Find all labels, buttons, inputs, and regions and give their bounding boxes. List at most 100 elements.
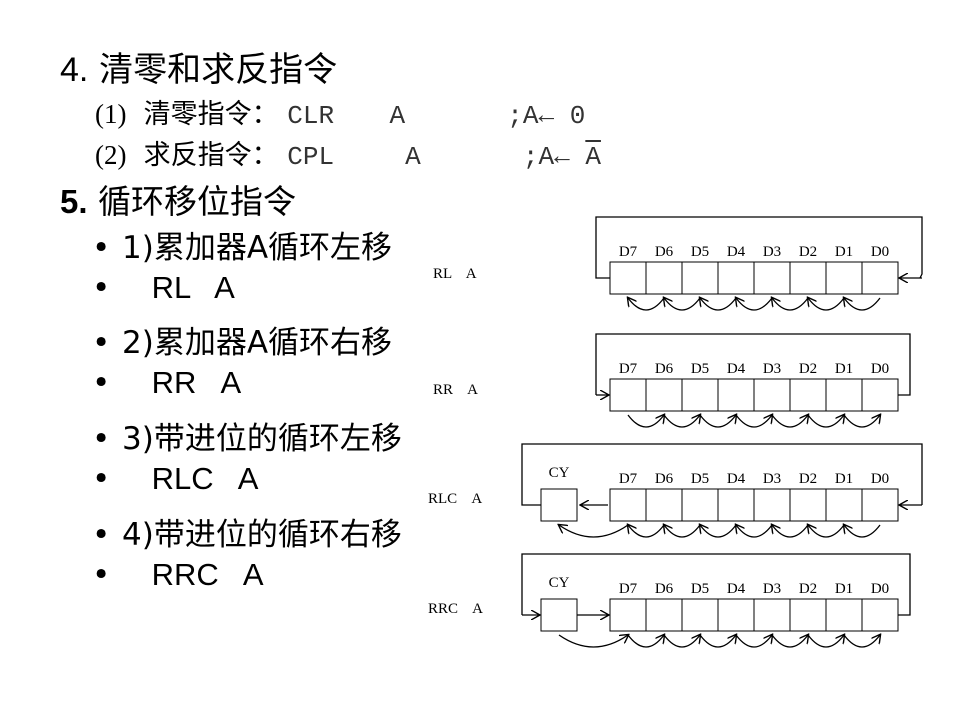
- rr-bit-cell: [609, 378, 647, 412]
- rlc-bit-label: D7: [619, 471, 638, 487]
- section-4-heading: 4. 清零和求反指令: [60, 42, 337, 91]
- rr-diagram-label: RR A: [433, 382, 478, 398]
- rrc-bit-label: D7: [619, 581, 638, 597]
- rl-bit-cell: [825, 261, 863, 295]
- rlc-code: RLC A: [151, 461, 259, 496]
- section-4-title: 清零和求反指令: [99, 50, 338, 90]
- bullet-rlc-code: • RLC A: [92, 461, 259, 497]
- rr-shift-arrow: [843, 415, 880, 428]
- rl-shift-arrow: [772, 298, 809, 311]
- rrc-shift-arrow: [771, 635, 808, 648]
- bullet-rr-description: •2)累加器A循环右移: [92, 325, 393, 361]
- rlc-bit-label: D5: [691, 471, 709, 487]
- rl-bit-cell: [717, 261, 755, 295]
- rl-bit-label: D3: [763, 244, 781, 260]
- rr-bit-cell: [861, 378, 899, 412]
- rrc-shift-arrow: [807, 635, 844, 648]
- rlc-bit-cell: [717, 488, 755, 522]
- rlc-bit-cell: [861, 488, 899, 522]
- rl-shift-arrow: [844, 298, 881, 311]
- clr-label: 清零指令：: [143, 99, 279, 130]
- rlc-bit-label: D2: [799, 471, 817, 487]
- clr-mnemonic: CLR: [287, 101, 335, 131]
- rrc-bit-cell: [681, 598, 719, 632]
- rrc-bit-label: D0: [871, 581, 889, 597]
- rl-shift-arrow: [808, 298, 845, 311]
- rlc-shift-arrow: [700, 525, 737, 538]
- rlc-shift-arrow: [808, 525, 845, 538]
- rrc-shift-arrow: [663, 635, 700, 648]
- rr-bit-cell: [717, 378, 755, 412]
- rr-bit-cell: [645, 378, 683, 412]
- rrc-bit-cell: [861, 598, 899, 632]
- section-5-title: 循环移位指令: [98, 182, 297, 221]
- bullet-rrc-description: •4)带进位的循环右移: [92, 517, 402, 553]
- rr-bit-label: D0: [871, 361, 889, 377]
- rlc-carry-box: [540, 488, 578, 522]
- rlc-diagram-label: RLC A: [428, 491, 482, 507]
- rlc-feedback-line: [521, 443, 923, 506]
- rrc-carry-label: CY: [549, 575, 570, 591]
- rlc-bit-label: D4: [727, 471, 746, 487]
- rr-bit-label: D2: [799, 361, 817, 377]
- rr-code: RR A: [151, 365, 242, 400]
- rr-bit-cell: [753, 378, 791, 412]
- rr-shift-arrow: [735, 415, 772, 428]
- section-4-number: 4.: [60, 51, 89, 89]
- rlc-shift-arrow: [628, 525, 665, 538]
- rr-bit-label: D6: [655, 361, 674, 377]
- rl-bit-cell: [753, 261, 791, 295]
- rrc-shift-arrow: [843, 635, 880, 648]
- rrc-bit-label: D5: [691, 581, 709, 597]
- rlc-shift-arrow: [844, 525, 881, 538]
- cpl-index: (2): [95, 140, 127, 170]
- rrc-description: 4)带进位的循环右移: [122, 517, 402, 553]
- rl-bit-label: D0: [871, 244, 889, 260]
- rrc-shift-arrow: [735, 635, 772, 648]
- rrc-feedback-line: [521, 553, 911, 616]
- rr-description: 2)累加器A循环右移: [122, 325, 393, 361]
- rlc-bit-label: D0: [871, 471, 889, 487]
- rl-bit-cell: [861, 261, 899, 295]
- rl-bit-cell: [645, 261, 683, 295]
- rl-bit-label: D4: [727, 244, 746, 260]
- rl-shift-arrow: [628, 298, 665, 311]
- rrc-bit-cell: [609, 598, 647, 632]
- rl-bit-cell: [609, 261, 647, 295]
- cpl-comment-prefix: ;A←: [522, 142, 586, 172]
- rlc-shift-arrow: [559, 525, 629, 538]
- rrc-shift-arrow: [627, 635, 664, 648]
- rl-shift-arrow: [700, 298, 737, 311]
- rl-feedback-line: [595, 216, 923, 279]
- rrc-bit-label: D2: [799, 581, 817, 597]
- rlc-bit-cell: [645, 488, 683, 522]
- rl-bit-label: D6: [655, 244, 674, 260]
- bullet-rl-code: • RL A: [92, 270, 235, 306]
- rr-bit-label: D4: [727, 361, 746, 377]
- bullet-rlc-description: •3)带进位的循环左移: [92, 421, 402, 457]
- rrc-shift-arrow: [699, 635, 736, 648]
- rr-shift-arrow: [663, 415, 700, 428]
- rrc-bit-cell: [753, 598, 791, 632]
- rrc-shift-arrow: [558, 635, 628, 648]
- rl-bit-label: D2: [799, 244, 817, 260]
- rrc-carry-box: [540, 598, 578, 632]
- rl-diagram-label: RL A: [433, 266, 477, 282]
- rl-shift-arrow: [664, 298, 701, 311]
- rrc-bit-label: D1: [835, 581, 853, 597]
- rrc-bit-cell: [825, 598, 863, 632]
- rr-shift-arrow: [627, 415, 664, 428]
- rlc-bit-cell: [609, 488, 647, 522]
- rl-description: 1)累加器A循环左移: [122, 230, 393, 266]
- rr-feedback-line: [595, 333, 911, 396]
- bullet-rr-code: • RR A: [92, 365, 242, 401]
- cpl-instruction-line: (2) 求反指令： CPL A ;A← A: [95, 133, 601, 172]
- rr-bit-label: D5: [691, 361, 709, 377]
- rrc-bit-cell: [789, 598, 827, 632]
- cpl-label: 求反指令：: [143, 140, 279, 171]
- section-5-number: 5.: [60, 183, 88, 220]
